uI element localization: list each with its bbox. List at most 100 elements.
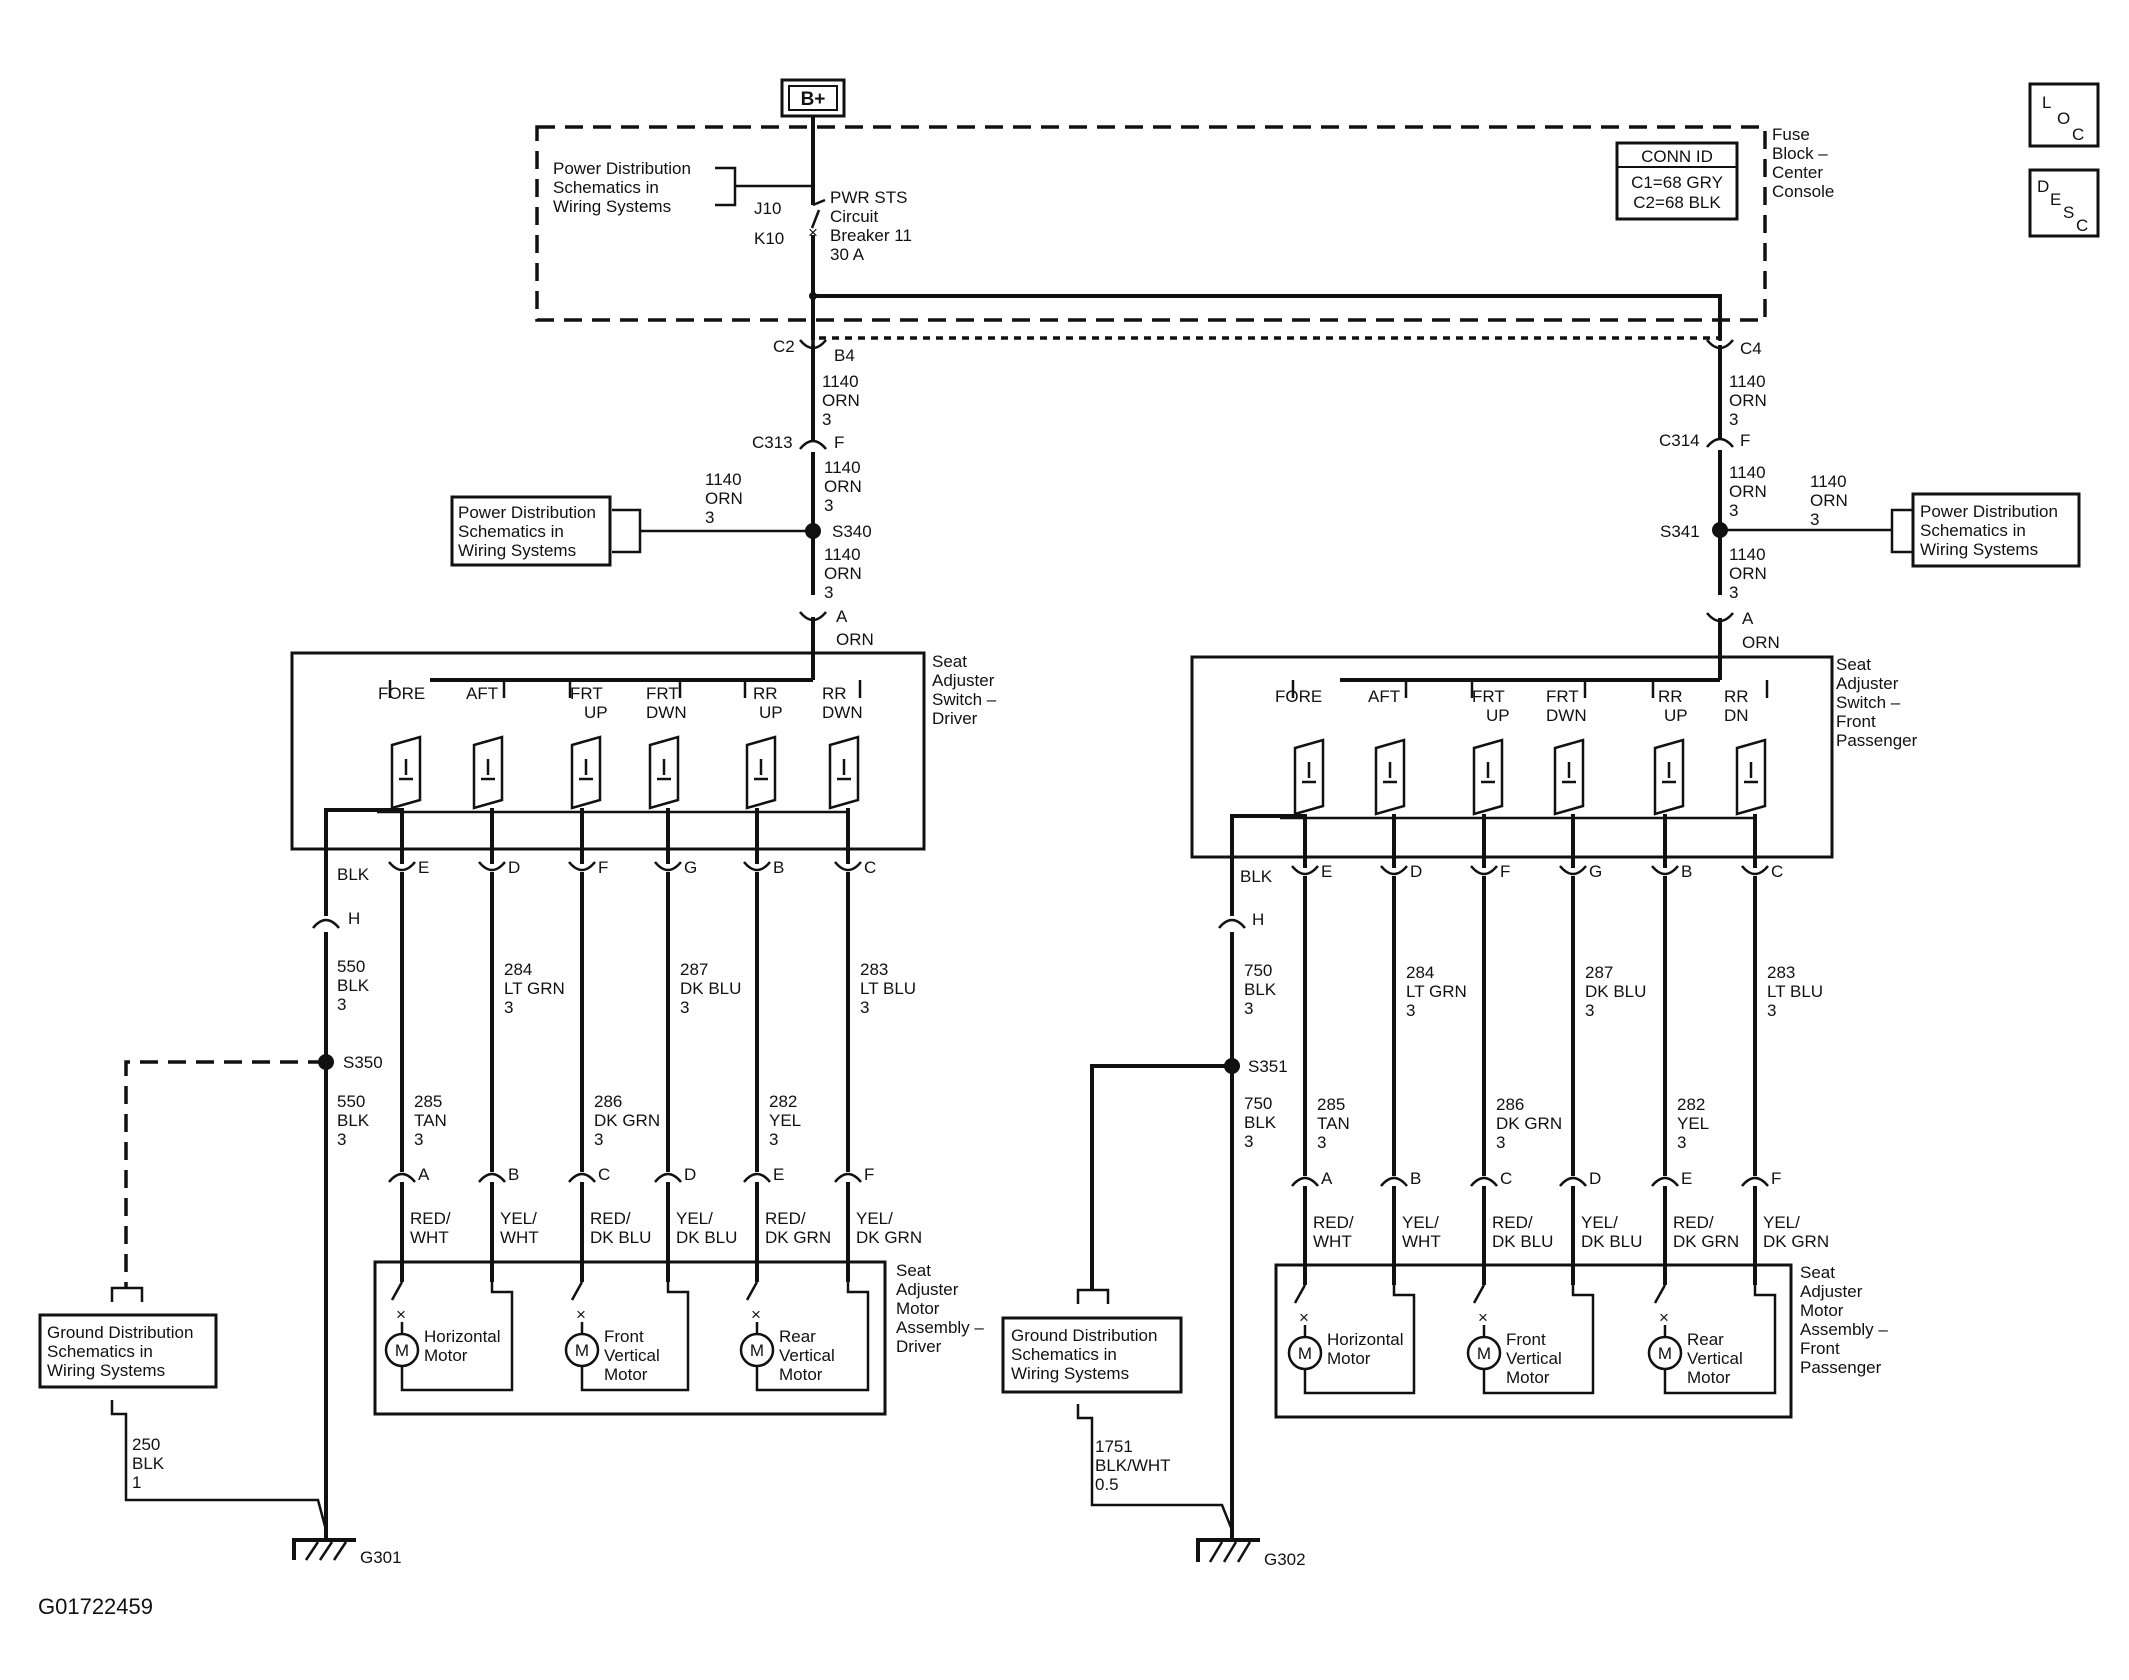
seat-switch-driver-box: [290, 651, 926, 851]
driver-motor-wire-color-b-1: WHT: [500, 1228, 539, 1247]
loc-icon[interactable]: L O C: [2028, 82, 2100, 148]
driver-wire-lower-label-2-1: YEL: [769, 1111, 801, 1130]
svg-text:G301: G301: [360, 1548, 402, 1567]
driver-motor-contact-2: [745, 1281, 759, 1301]
svg-text:Switch –: Switch –: [932, 690, 997, 709]
svg-text:1: 1: [132, 1473, 141, 1492]
pass-motor-x-0: ×: [1299, 1308, 1309, 1327]
svg-text:S350: S350: [343, 1053, 383, 1072]
driver-switch-contact-0: [390, 735, 422, 810]
driver-motor-label-0-1: Motor: [424, 1346, 468, 1365]
svg-text:Wiring Systems: Wiring Systems: [458, 541, 576, 560]
switch-internals: [377, 678, 1769, 820]
svg-text:ORN: ORN: [824, 477, 862, 496]
svg-text:Fuse: Fuse: [1772, 125, 1810, 144]
svg-text:BLK: BLK: [337, 1111, 370, 1130]
svg-text:S351: S351: [1248, 1057, 1288, 1076]
svg-text:0.5: 0.5: [1095, 1475, 1119, 1494]
svg-text:E: E: [2050, 190, 2061, 209]
pass-motor-wire-color-a-4: RED/: [1673, 1213, 1714, 1232]
pass-wire-upper-label-1-1: DK BLU: [1585, 982, 1646, 1001]
pass-motor-wire-color-b-1: WHT: [1402, 1232, 1441, 1251]
driver-motor-wire-color-a-3: YEL/: [676, 1209, 713, 1228]
svg-text:30 A: 30 A: [830, 245, 865, 264]
svg-text:BLK: BLK: [337, 976, 370, 995]
svg-text:Breaker 11: Breaker 11: [830, 226, 912, 245]
power-distribution-ref-top: Power Distribution Schematics in Wiring …: [553, 159, 813, 216]
pass-motor-loop-2: [1663, 1285, 1777, 1395]
driver-pin-bottom-3: [654, 1172, 682, 1183]
driver-motor-wire-color-b-5: DK GRN: [856, 1228, 922, 1247]
power-distribution-ref-left: Power Distribution Schematics in Wiring …: [450, 495, 642, 567]
pass-pin-top-label-4: B: [1681, 862, 1692, 881]
svg-text:CONN ID: CONN ID: [1641, 147, 1713, 166]
svg-text:250: 250: [132, 1435, 160, 1454]
svg-text:Schematics in: Schematics in: [1011, 1345, 1117, 1364]
svg-text:ORN: ORN: [1729, 482, 1767, 501]
svg-text:BLK: BLK: [1244, 980, 1277, 999]
desc-icon[interactable]: D E S C: [2028, 168, 2100, 238]
fuse-block-outline: [535, 125, 1767, 322]
svg-text:ORN: ORN: [705, 489, 743, 508]
pass-pin-bottom-0: [1291, 1176, 1319, 1187]
svg-text:Ground Distribution: Ground Distribution: [1011, 1326, 1157, 1345]
svg-text:RR: RR: [1658, 687, 1683, 706]
svg-text:D: D: [2037, 177, 2049, 196]
driver-pin-bottom-5: [834, 1172, 862, 1183]
svg-text:ORN: ORN: [1729, 391, 1767, 410]
svg-text:ORN: ORN: [822, 391, 860, 410]
svg-text:C314: C314: [1659, 431, 1700, 450]
svg-text:3: 3: [337, 995, 346, 1014]
svg-text:DWN: DWN: [646, 703, 687, 722]
driver-pin-bottom-label-5: F: [864, 1165, 874, 1184]
svg-text:Ground Distribution: Ground Distribution: [47, 1323, 193, 1342]
svg-text:Wiring Systems: Wiring Systems: [1011, 1364, 1129, 1383]
pass-wire-lower-label-2-0: 282: [1677, 1095, 1705, 1114]
pass-motor-contact-1: [1472, 1284, 1486, 1304]
driver-wire-lower-label-0-0: 285: [414, 1092, 442, 1111]
driver-motor-wire-color-b-4: DK GRN: [765, 1228, 831, 1247]
driver-switch-contact-4: [745, 735, 777, 810]
driver-pin-bottom-label-2: C: [598, 1165, 610, 1184]
circuit-breaker-symbol: × PWR STS Circuit Breaker 11 30 A: [808, 188, 912, 340]
pass-wire-lower-label-1-0: 286: [1496, 1095, 1524, 1114]
pass-switch-contact-3: [1553, 738, 1585, 816]
pass-pin-bottom-label-3: D: [1589, 1169, 1601, 1188]
svg-text:C: C: [2076, 216, 2088, 235]
svg-text:L: L: [2042, 93, 2051, 112]
driver-switch-contact-5: [828, 735, 860, 810]
connector-c4: C4: [1706, 339, 1762, 358]
svg-text:ORN: ORN: [824, 564, 862, 583]
pass-pin-bottom-label-1: B: [1410, 1169, 1421, 1188]
ground-distribution-ref-left: Ground Distribution Schematics in Wiring…: [38, 1286, 328, 1531]
svg-text:C2=68 BLK: C2=68 BLK: [1633, 193, 1721, 212]
pass-motor-loop-1: [1482, 1285, 1595, 1395]
pass-motor-wire-color-a-2: RED/: [1492, 1213, 1533, 1232]
driver-motor-label-2-1: Vertical: [779, 1346, 835, 1365]
svg-text:550: 550: [337, 957, 365, 976]
svg-text:UP: UP: [1486, 706, 1510, 725]
ground-symbol-g301: G301: [292, 1530, 402, 1567]
svg-text:J10: J10: [754, 199, 781, 218]
svg-text:ORN: ORN: [1742, 633, 1780, 652]
pass-switch-contact-0: [1293, 738, 1325, 816]
driver-motor-x-0: ×: [396, 1305, 406, 1324]
svg-text:F: F: [1740, 431, 1750, 450]
svg-text:Switch –: Switch –: [1836, 693, 1901, 712]
svg-text:S340: S340: [832, 522, 872, 541]
svg-text:3: 3: [1729, 583, 1738, 602]
driver-motor-label-2-2: Motor: [779, 1365, 823, 1384]
driver-pin-bottom-2: [568, 1172, 596, 1183]
driver-wire-upper-label-0-0: 284: [504, 960, 532, 979]
svg-text:H: H: [1252, 910, 1264, 929]
driver-wire-upper-label-1-1: DK BLU: [680, 979, 741, 998]
svg-text:Seat: Seat: [896, 1261, 931, 1280]
driver-wire-lower-label-1-1: DK GRN: [594, 1111, 660, 1130]
svg-text:Block –: Block –: [1772, 144, 1828, 163]
svg-text:O: O: [2057, 109, 2070, 128]
svg-text:C: C: [2072, 125, 2084, 144]
svg-text:×: ×: [808, 223, 818, 242]
svg-text:1140: 1140: [822, 372, 859, 391]
driver-motor-contact-0: [390, 1281, 404, 1301]
